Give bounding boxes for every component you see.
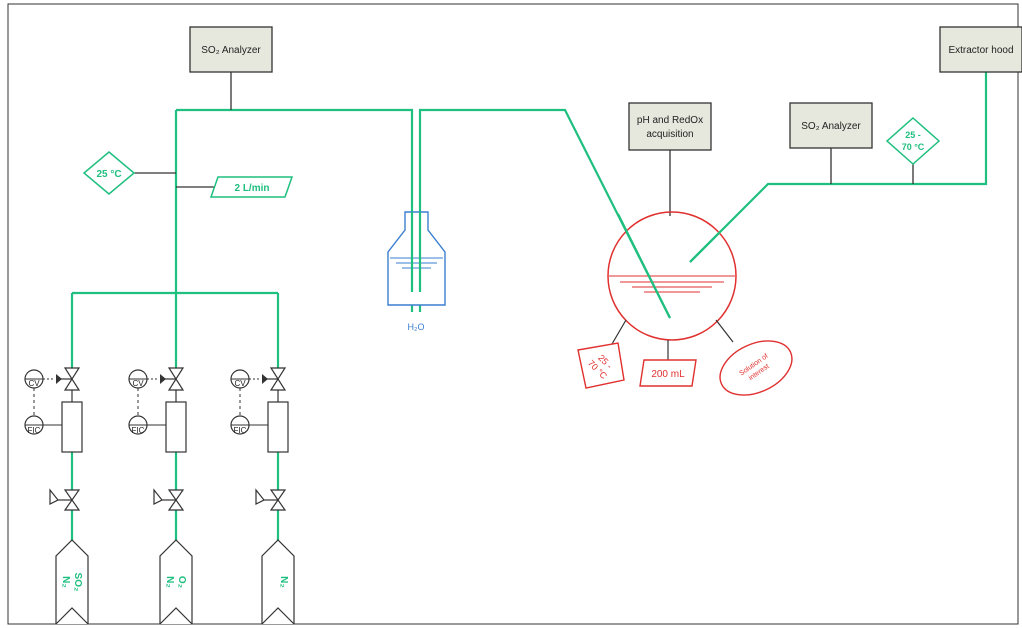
outlet-line [689, 72, 988, 263]
gas-cylinder-icon: SO₂N₂ [55, 539, 89, 625]
ph-redox-box: pH and RedOx acquisition [628, 102, 712, 151]
cv-controller-icon: CV [230, 369, 250, 389]
fic-label: FIC [28, 426, 41, 435]
hand-valve-icon [153, 488, 185, 511]
svg-text:200 mL: 200 mL [651, 369, 685, 380]
dip-tubes [410, 212, 422, 292]
control-valve-icon [160, 367, 185, 391]
svg-text:pH and RedOx: pH and RedOx [637, 115, 703, 126]
svg-text:Extractor hood: Extractor hood [948, 45, 1013, 56]
so2-analyzer-top: SO₂ Analyzer [189, 26, 273, 73]
volume-indicator: 200 mL [639, 359, 697, 387]
cv-controller-icon: CV [24, 369, 44, 389]
flow-indicator: 2 L/min [209, 176, 294, 198]
svg-text:acquisition: acquisition [646, 129, 693, 140]
reactor-vessel [607, 211, 737, 341]
cv-label: CV [234, 379, 246, 388]
so2-analyzer-right: SO₂ Analyzer [789, 102, 873, 149]
extractor-hood-box: Extractor hood [939, 26, 1022, 73]
control-valve-icon [56, 367, 81, 391]
svg-text:2 L/min: 2 L/min [234, 183, 269, 194]
gas-feed-units: CV FIC SO₂N₂ CV FIC O₂N₂ CV FIC N₂ [24, 367, 295, 625]
reactor-legs [611, 319, 734, 360]
temp-left-indicator: 25 °C [82, 151, 136, 195]
temp-right-indicator: 25 - 70 °C [885, 116, 941, 166]
diagram-frame [7, 3, 1019, 625]
gas-label: SO₂N₂ [60, 573, 83, 592]
svg-text:H₂O: H₂O [408, 322, 425, 332]
cv-controller-icon: CV [128, 369, 148, 389]
inlet-line [418, 108, 671, 319]
gas-label: O₂N₂ [164, 576, 187, 588]
fic-label: FIC [234, 426, 247, 435]
water-bottle: H₂O [387, 211, 446, 332]
fic-controller-icon: FIC [230, 415, 250, 435]
signal-lines [134, 72, 914, 216]
flow-meter-icon [165, 390, 187, 453]
gas-feed-unit: CV FIC O₂N₂ [128, 367, 193, 625]
flow-meter-icon [61, 390, 83, 453]
flow-meter-icon [267, 390, 289, 453]
fic-label: FIC [132, 426, 145, 435]
reactor-temp-indicator: 25 - 70 °C [577, 342, 625, 389]
header-line [176, 108, 414, 312]
cv-label: CV [132, 379, 144, 388]
gas-cylinder-icon: O₂N₂ [159, 539, 193, 625]
svg-text:25 -: 25 - [905, 130, 921, 140]
fic-controller-icon: FIC [128, 415, 148, 435]
svg-text:SO₂ Analyzer: SO₂ Analyzer [201, 45, 261, 56]
gas-cylinder-icon: N₂ [261, 539, 295, 625]
hand-valve-icon [255, 488, 287, 511]
svg-text:25 °C: 25 °C [96, 169, 121, 180]
solution-ellipse: Solution of interest [719, 340, 793, 396]
reactor-tubes [617, 213, 721, 319]
hand-valve-icon [49, 488, 81, 511]
cv-label: CV [28, 379, 40, 388]
control-valve-icon [262, 367, 287, 391]
gas-label: N₂ [278, 576, 289, 588]
gas-feed-unit: CV FIC SO₂N₂ [24, 367, 89, 625]
fic-controller-icon: FIC [24, 415, 44, 435]
gas-feed-unit: CV FIC N₂ [230, 367, 295, 625]
svg-text:SO₂ Analyzer: SO₂ Analyzer [801, 121, 861, 132]
svg-text:70 °C: 70 °C [902, 142, 925, 152]
